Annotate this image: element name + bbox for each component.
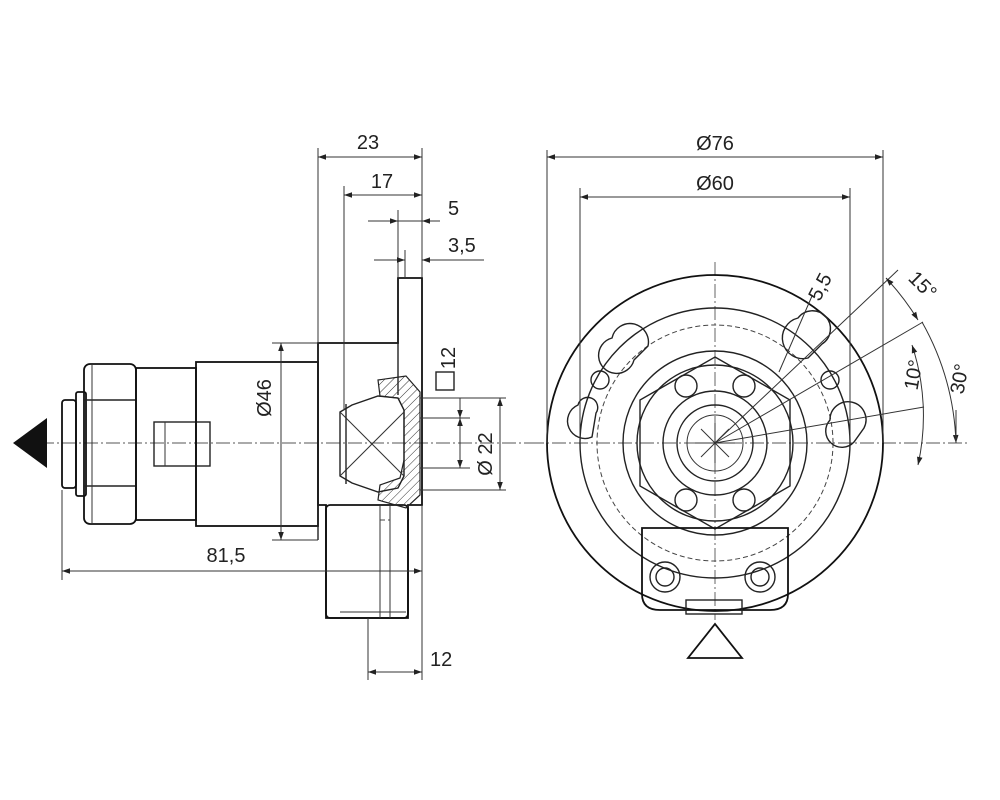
- dim-81-5: 81,5: [207, 545, 246, 567]
- dim-17: 17: [371, 171, 393, 193]
- slot-right: [825, 401, 867, 448]
- angle-30: 30°: [947, 362, 974, 396]
- hole: [674, 374, 698, 398]
- hole: [674, 488, 698, 512]
- angle-15: 15°: [904, 267, 941, 304]
- dim-12-square: 12: [438, 347, 460, 369]
- dim-12-bottom: 12: [430, 649, 452, 671]
- hole: [590, 370, 610, 390]
- core-ring: [676, 404, 754, 482]
- dim-phi22: Ø 22: [475, 432, 497, 475]
- dim-5: 5: [448, 198, 459, 220]
- dim-3-5: 3,5: [448, 235, 476, 257]
- dim-23: 23: [357, 132, 379, 154]
- arc-30: [921, 321, 959, 444]
- dim-phi60: Ø60: [696, 173, 734, 195]
- inner-ring-3: [662, 390, 768, 496]
- slot-left: [566, 396, 599, 440]
- bottom-tab: [685, 599, 743, 615]
- hole: [732, 374, 756, 398]
- arc-15: [885, 277, 919, 321]
- arc-10: [911, 344, 924, 466]
- bottom-direction-triangle: [686, 622, 744, 659]
- hole: [732, 488, 756, 512]
- angle-line-15-b: [714, 321, 924, 444]
- inner-ring-1: [622, 350, 808, 536]
- angle-line-10: [714, 406, 925, 444]
- dim-phi76: Ø76: [696, 133, 734, 155]
- mount-hole-left-inner: [655, 567, 675, 587]
- front-view: Ø76 Ø60 5,5 15° 10° 30°: [530, 133, 974, 659]
- inner-ring-2: [636, 364, 794, 522]
- angle-10: 10°: [901, 358, 928, 392]
- mount-hole-left: [649, 561, 681, 593]
- slot-top-right: [781, 310, 832, 360]
- knob-assembly: [61, 361, 319, 527]
- core-inner: [686, 414, 744, 472]
- hex-body: [639, 356, 791, 530]
- square-symbol: [435, 371, 455, 391]
- dim-5-5-leader: [778, 295, 813, 373]
- hidden-ring: [596, 324, 834, 562]
- mount-hole-right: [744, 561, 776, 593]
- hole: [820, 370, 840, 390]
- angle-line-15-a: [714, 269, 899, 444]
- mount-hole-right-inner: [750, 567, 770, 587]
- bottom-mount: [641, 527, 789, 611]
- dim-5-5: 5,5: [804, 270, 836, 305]
- dim-phi46: Ø46: [254, 379, 276, 417]
- side-view: 23 17 5 3,5 12 Ø46 Ø 22 81,5 12: [13, 132, 540, 680]
- bore-section: [339, 375, 506, 509]
- left-direction-triangle: [13, 418, 47, 468]
- slot-top-left: [597, 322, 650, 375]
